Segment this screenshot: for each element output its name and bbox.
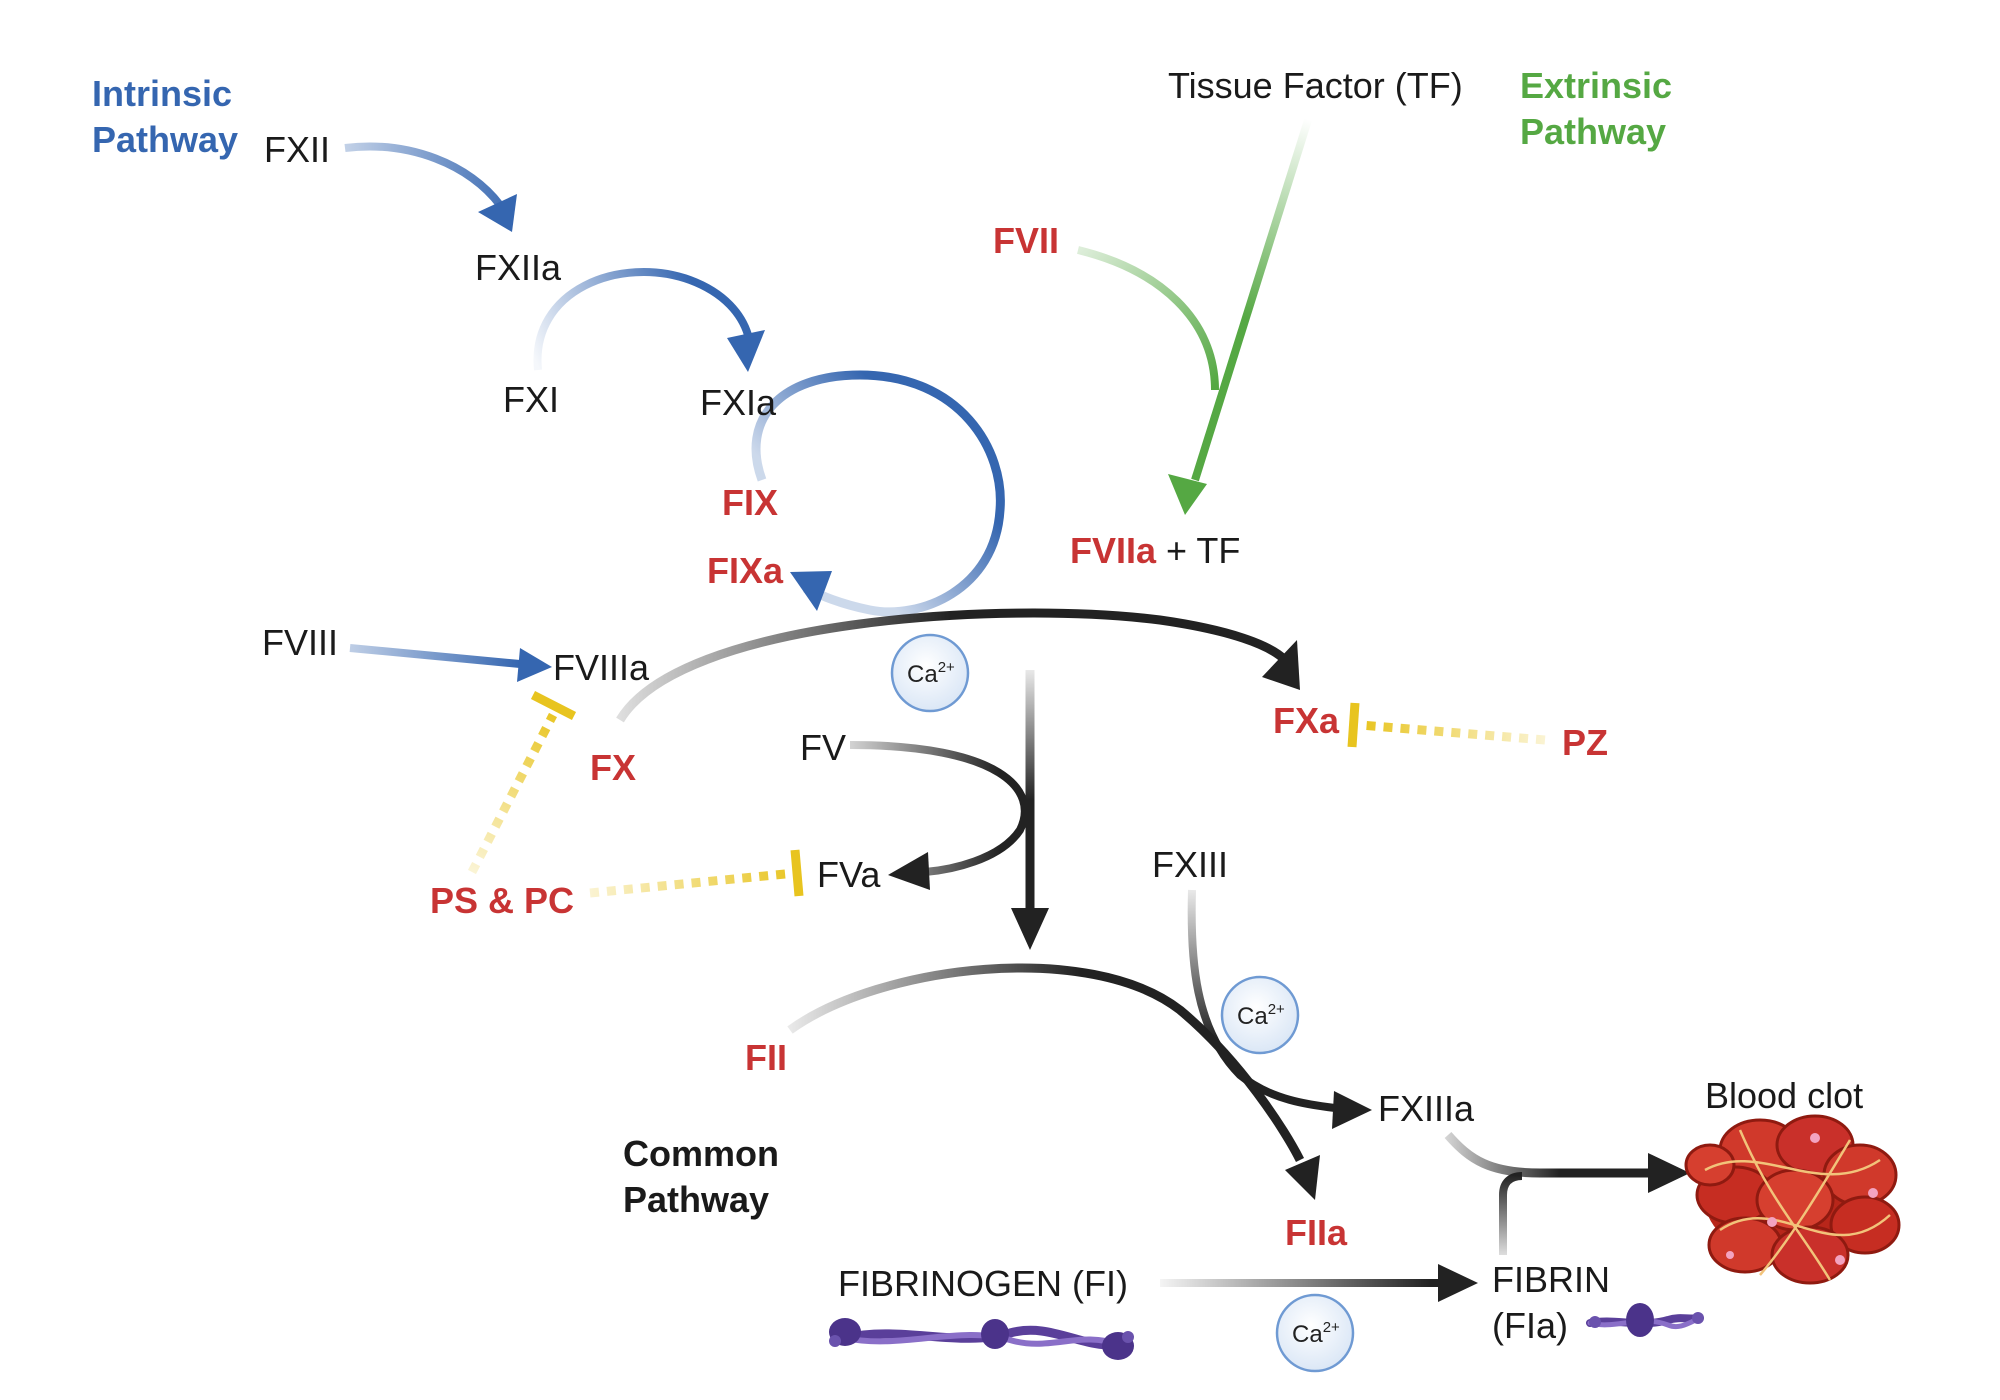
fibrinogen-label: FIBRINOGEN (FI): [838, 1263, 1128, 1304]
inhibitor-lines: [468, 690, 1546, 898]
arrow-head: [1011, 908, 1049, 950]
arrow-fv-to-fva: [849, 741, 1029, 876]
fibrin-strand-icon: [1586, 1303, 1704, 1337]
arrow-fii-to-fiia: [787, 963, 1305, 1163]
arrow-head: [478, 194, 517, 232]
factor-fixa-label: FIXa: [707, 550, 784, 591]
inhibit-bar: [1347, 702, 1360, 748]
factor-fviiia-label: FVIIIa: [553, 647, 650, 688]
factor-fxiia-label: FXIIa: [475, 247, 562, 288]
inhibit-bar: [530, 690, 577, 721]
inhibitor-pz-label: PZ: [1562, 722, 1608, 763]
blood-clot-icon: [1684, 1114, 1901, 1285]
extrinsic-arrows: [1077, 118, 1312, 515]
inhibitor-ps-pc-label: PS & PC: [430, 880, 574, 921]
factor-fxia-label: FXIa: [700, 382, 777, 423]
svg-text:Ca2+: Ca2+: [907, 659, 955, 688]
svg-text:Ca2+: Ca2+: [1292, 1319, 1340, 1348]
calcium-ion-icon: Ca2+: [890, 633, 970, 713]
arrow-fviii-to-fviiia: [349, 644, 521, 668]
arrow-head: [517, 648, 552, 682]
arrow-fx-to-fxa: [616, 608, 1289, 723]
factor-fxa-label: FXa: [1273, 700, 1340, 741]
arrow-head: [1438, 1264, 1478, 1302]
arrow-head: [1262, 640, 1300, 690]
arrow-head: [790, 571, 832, 611]
calcium-ion-icon: Ca2+: [1275, 1293, 1355, 1373]
arrow-tf-to-fviia: [1191, 118, 1312, 482]
fibrinogen-strand-icon: [829, 1318, 1134, 1360]
factor-fiia-label: FIIa: [1285, 1212, 1348, 1253]
connector-fibrin-up: [1499, 1172, 1523, 1255]
arrow-fxi-to-fxia: [533, 268, 752, 371]
factor-fxiiia-label: FXIIIa: [1378, 1088, 1475, 1129]
factor-fviii-label: FVIII: [262, 622, 338, 663]
inhibit-bar: [790, 849, 804, 897]
arrow-head: [1332, 1091, 1372, 1129]
factor-fx-label: FX: [590, 747, 636, 788]
tissue-factor-label: Tissue Factor (TF): [1168, 65, 1463, 106]
inhibit-pz-to-fxa: [1359, 720, 1546, 745]
arrow-head: [1648, 1153, 1690, 1193]
factor-fxiii-label: FXIII: [1152, 844, 1228, 885]
factor-fva-label: FVa: [817, 854, 881, 895]
arrow-fvii-to-fviia: [1077, 246, 1219, 391]
arrow-fxiiia-to-clot: [1444, 1132, 1650, 1178]
inhibit-ps-pc-to-fviiia: [468, 712, 557, 875]
arrow-fxii-to-fxiia: [344, 142, 504, 208]
arrow-fxiii-to-fxiiia: [1187, 889, 1336, 1112]
arrow-head: [1168, 474, 1207, 515]
common-pathway-title: Common Pathway: [623, 1133, 789, 1220]
factor-fvii-label: FVII: [993, 220, 1059, 261]
factor-fxii-label: FXII: [264, 129, 330, 170]
fibrin-label: FIBRIN (FIa): [1492, 1259, 1620, 1346]
factor-fii-label: FII: [745, 1037, 787, 1078]
intrinsic-pathway-title: Intrinsic Pathway: [92, 73, 242, 160]
arrow-fix-to-fixa: [751, 370, 1005, 617]
extrinsic-pathway-title: Extrinsic Pathway: [1520, 65, 1682, 152]
arrow-head: [1285, 1155, 1320, 1200]
intrinsic-arrows: [344, 142, 1005, 682]
factor-fix-label: FIX: [722, 482, 778, 523]
factor-fxi-label: FXI: [503, 379, 559, 420]
common-arrows: [616, 608, 1690, 1302]
inhibit-ps-pc-to-fva: [589, 868, 796, 898]
factor-fviia-tf-label: FVIIa + TF: [1070, 530, 1240, 571]
arrow-head: [727, 330, 765, 372]
calcium-ion-icon: Ca2+: [1220, 975, 1300, 1055]
factor-fv-label: FV: [800, 727, 846, 768]
blood-clot-label: Blood clot: [1705, 1075, 1863, 1116]
arrow-head: [888, 852, 930, 890]
svg-text:Ca2+: Ca2+: [1237, 1001, 1285, 1030]
